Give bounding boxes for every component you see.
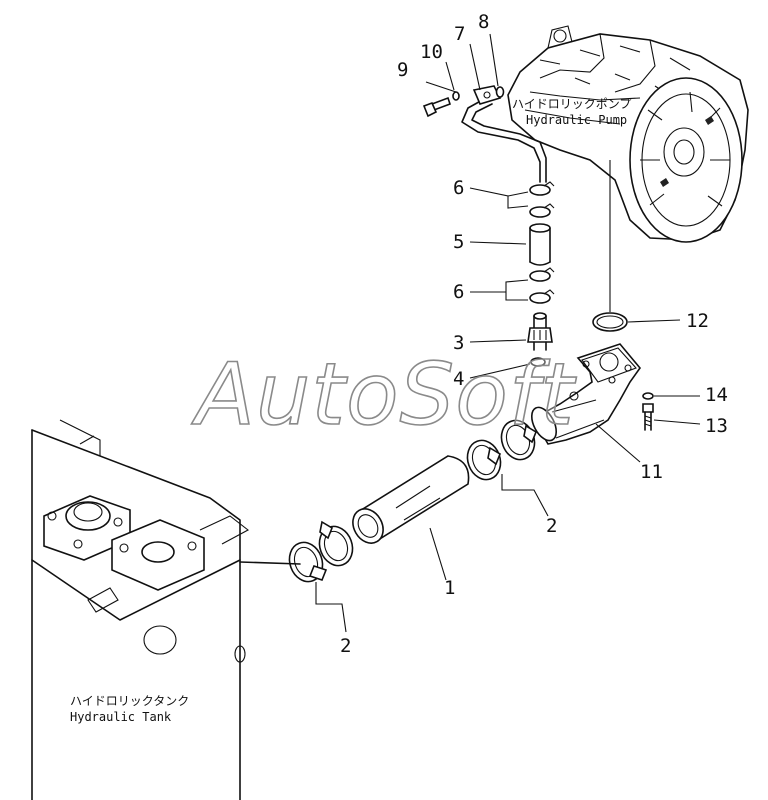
- suction-elbow-11: [530, 343, 642, 445]
- bolt-13: [642, 403, 654, 431]
- clamp-2-right-a: [500, 419, 537, 461]
- callout-3: 3: [453, 332, 464, 354]
- leader-lines: [315, 33, 701, 633]
- o-ring-8: [495, 86, 505, 98]
- nipple-3: [527, 312, 553, 351]
- callout-11: 11: [640, 461, 663, 483]
- hose-clamp-6-upper: [529, 181, 555, 218]
- washer-10: [452, 91, 460, 101]
- washer-14: [642, 392, 654, 400]
- callout-13: 13: [705, 415, 728, 437]
- bolt-9: [422, 96, 452, 118]
- callout-4: 4: [453, 368, 464, 390]
- callout-6a: 6: [453, 177, 464, 199]
- callout-7: 7: [454, 23, 465, 45]
- callout-5: 5: [453, 231, 464, 253]
- clamp-2-left-a: [318, 520, 354, 567]
- callout-6b: 6: [453, 281, 464, 303]
- tank-label-en: Hydraulic Tank: [70, 710, 172, 724]
- callout-1: 1: [444, 577, 455, 599]
- callout-8: 8: [478, 11, 489, 33]
- pump-label-en: Hydraulic Pump: [526, 113, 627, 127]
- callout-12: 12: [686, 310, 709, 332]
- callout-14: 14: [705, 384, 728, 406]
- pump-label-jp: ハイドロリックポンプ: [512, 97, 631, 111]
- o-ring-4: [530, 357, 546, 367]
- callout-10: 10: [420, 41, 443, 63]
- clamp-2-left-b: [288, 541, 328, 583]
- pipe-flange: [472, 85, 502, 105]
- hose-clamp-6-lower: [529, 267, 555, 304]
- tank-label-jp: ハイドロリックタンク: [70, 694, 189, 708]
- watermark: AutoSoft: [191, 345, 577, 445]
- main-hose-1: [352, 455, 470, 544]
- callout-2b: 2: [546, 515, 557, 537]
- bent-pipe: [461, 97, 547, 183]
- hydraulic-pump: [507, 25, 749, 243]
- callout-2a: 2: [340, 635, 351, 657]
- o-ring-12: [592, 312, 628, 332]
- small-hose-5: [529, 223, 551, 266]
- hydraulic-tank: [31, 419, 301, 800]
- callout-9: 9: [397, 59, 408, 81]
- clamp-2-right-b: [466, 439, 502, 481]
